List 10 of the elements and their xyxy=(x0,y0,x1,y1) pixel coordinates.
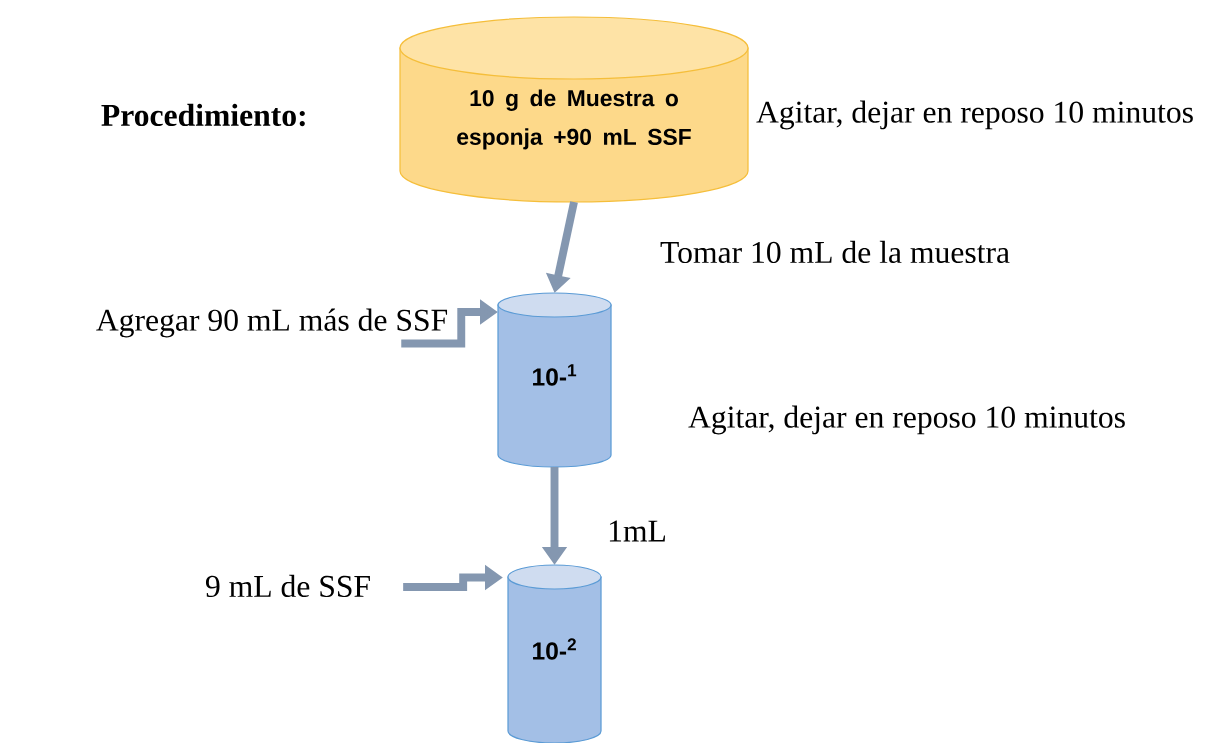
step-text: Agregar 90 mL más de SSF xyxy=(96,308,448,338)
step-text: 9 mL de SSF xyxy=(206,574,370,598)
cylinder: 10-$^{1}$ xyxy=(497,292,612,468)
edge-label: Tomar 10 mL de la muestra xyxy=(660,240,1010,264)
note-text: Agitar, dejar en reposo 10 minutos xyxy=(756,100,1193,130)
note-text: Agitar, dejar en reposo 10 minutos xyxy=(688,405,1125,435)
heading: Procedimiento: xyxy=(101,103,305,127)
cylinder: 10 g de Muestra o esponja +90 mL SSF xyxy=(399,16,749,203)
edge-label: 1mL xyxy=(609,520,665,542)
cylinder: 10-$^{2}$ xyxy=(507,564,602,743)
